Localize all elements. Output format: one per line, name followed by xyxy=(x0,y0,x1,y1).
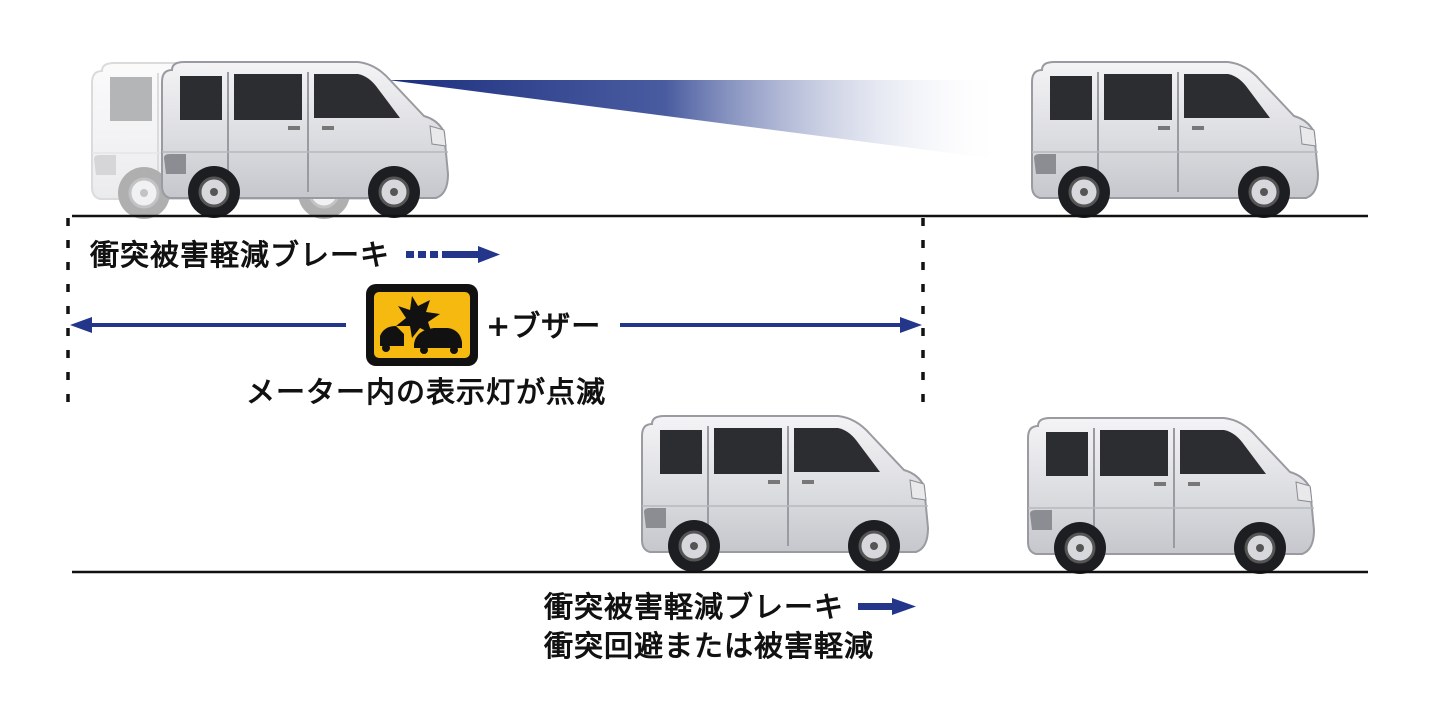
range-arrow-left xyxy=(70,317,346,333)
range-arrow-right xyxy=(620,317,922,333)
buzzer-label: +ブザー xyxy=(486,309,602,343)
stage2-brake-label: 衝突被害軽減ブレーキ xyxy=(544,590,845,624)
collision-warning-icon xyxy=(366,284,478,366)
stage2-result-label: 衝突回避または被害軽減 xyxy=(544,629,875,663)
radar-beam xyxy=(388,80,1005,160)
dotted-brake-arrow xyxy=(406,246,500,263)
van-lead-bottom xyxy=(1026,416,1316,576)
meter-caption: メーター内の表示灯が点滅 xyxy=(246,375,607,409)
stage1-brake-label: 衝突被害軽減ブレーキ xyxy=(90,238,391,272)
solid-brake-arrow xyxy=(858,598,916,615)
van-braking xyxy=(640,414,930,574)
van-approaching xyxy=(160,60,450,220)
van-lead-top xyxy=(1030,60,1320,220)
